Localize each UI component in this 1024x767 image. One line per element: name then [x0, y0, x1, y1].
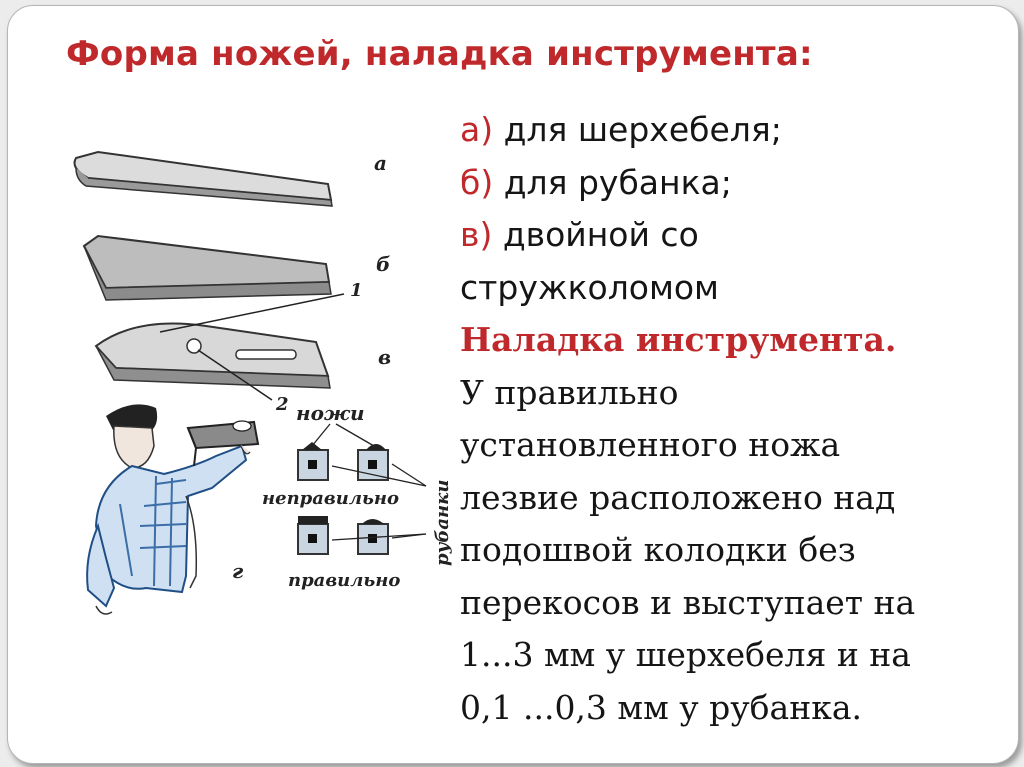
paragraph-line: лезвие расположено над — [460, 472, 1000, 525]
label-planes: рубанки — [432, 480, 453, 566]
label-1: 1 — [350, 280, 363, 301]
knife-a-image: а — [75, 151, 387, 206]
paragraph-line: перекосов и выступает на — [460, 577, 1000, 630]
list-text-a: для шерхебеля; — [493, 110, 782, 149]
label-knives: ножи — [296, 401, 365, 425]
paragraph-line: 0,1 ...0,3 мм у рубанка. — [460, 682, 1000, 735]
knives-illustration: а б в 1 2 — [36, 106, 456, 626]
list-item-v: в) двойной со — [460, 209, 1000, 262]
list-item-b: б) для рубанка; — [460, 157, 1000, 210]
label-incorrect: неправильно — [262, 488, 399, 509]
label-2: 2 — [275, 394, 289, 415]
knife-b-image: б — [84, 236, 390, 300]
label-a: а — [374, 151, 387, 175]
plane-diagrams: ножи неправильно правильно рубанки — [262, 401, 453, 591]
list-text-b: для рубанка; — [493, 163, 732, 202]
slide-title: Форма ножей, наладка инструмента: — [66, 34, 813, 74]
list-item-v-continued: стружколомом — [460, 262, 1000, 315]
list-marker-b: б) — [460, 163, 493, 202]
label-v: в — [378, 345, 391, 369]
paragraph-line: установленного ножа — [460, 419, 1000, 472]
paragraph-line: 1...3 мм у шерхебеля и на — [460, 629, 1000, 682]
list-item-a: а) для шерхебеля; — [460, 104, 1000, 157]
label-b: б — [376, 252, 390, 276]
paragraph-line: У правильно — [460, 367, 1000, 420]
worker-image: г — [87, 404, 258, 614]
slide: Форма ножей, наладка инструмента: а б в … — [7, 5, 1019, 764]
list-text-v: двойной со — [492, 215, 698, 254]
label-g: г — [232, 559, 244, 583]
knife-v-image: в — [96, 324, 391, 389]
paragraph-line: подошвой колодки без — [460, 524, 1000, 577]
label-correct: правильно — [288, 570, 400, 591]
list-marker-v: в) — [460, 215, 492, 254]
section-heading: Наладка инструмента. — [460, 314, 1000, 367]
list-marker-a: а) — [460, 110, 493, 149]
body-text: а) для шерхебеля; б) для рубанка; в) дво… — [460, 104, 1000, 734]
